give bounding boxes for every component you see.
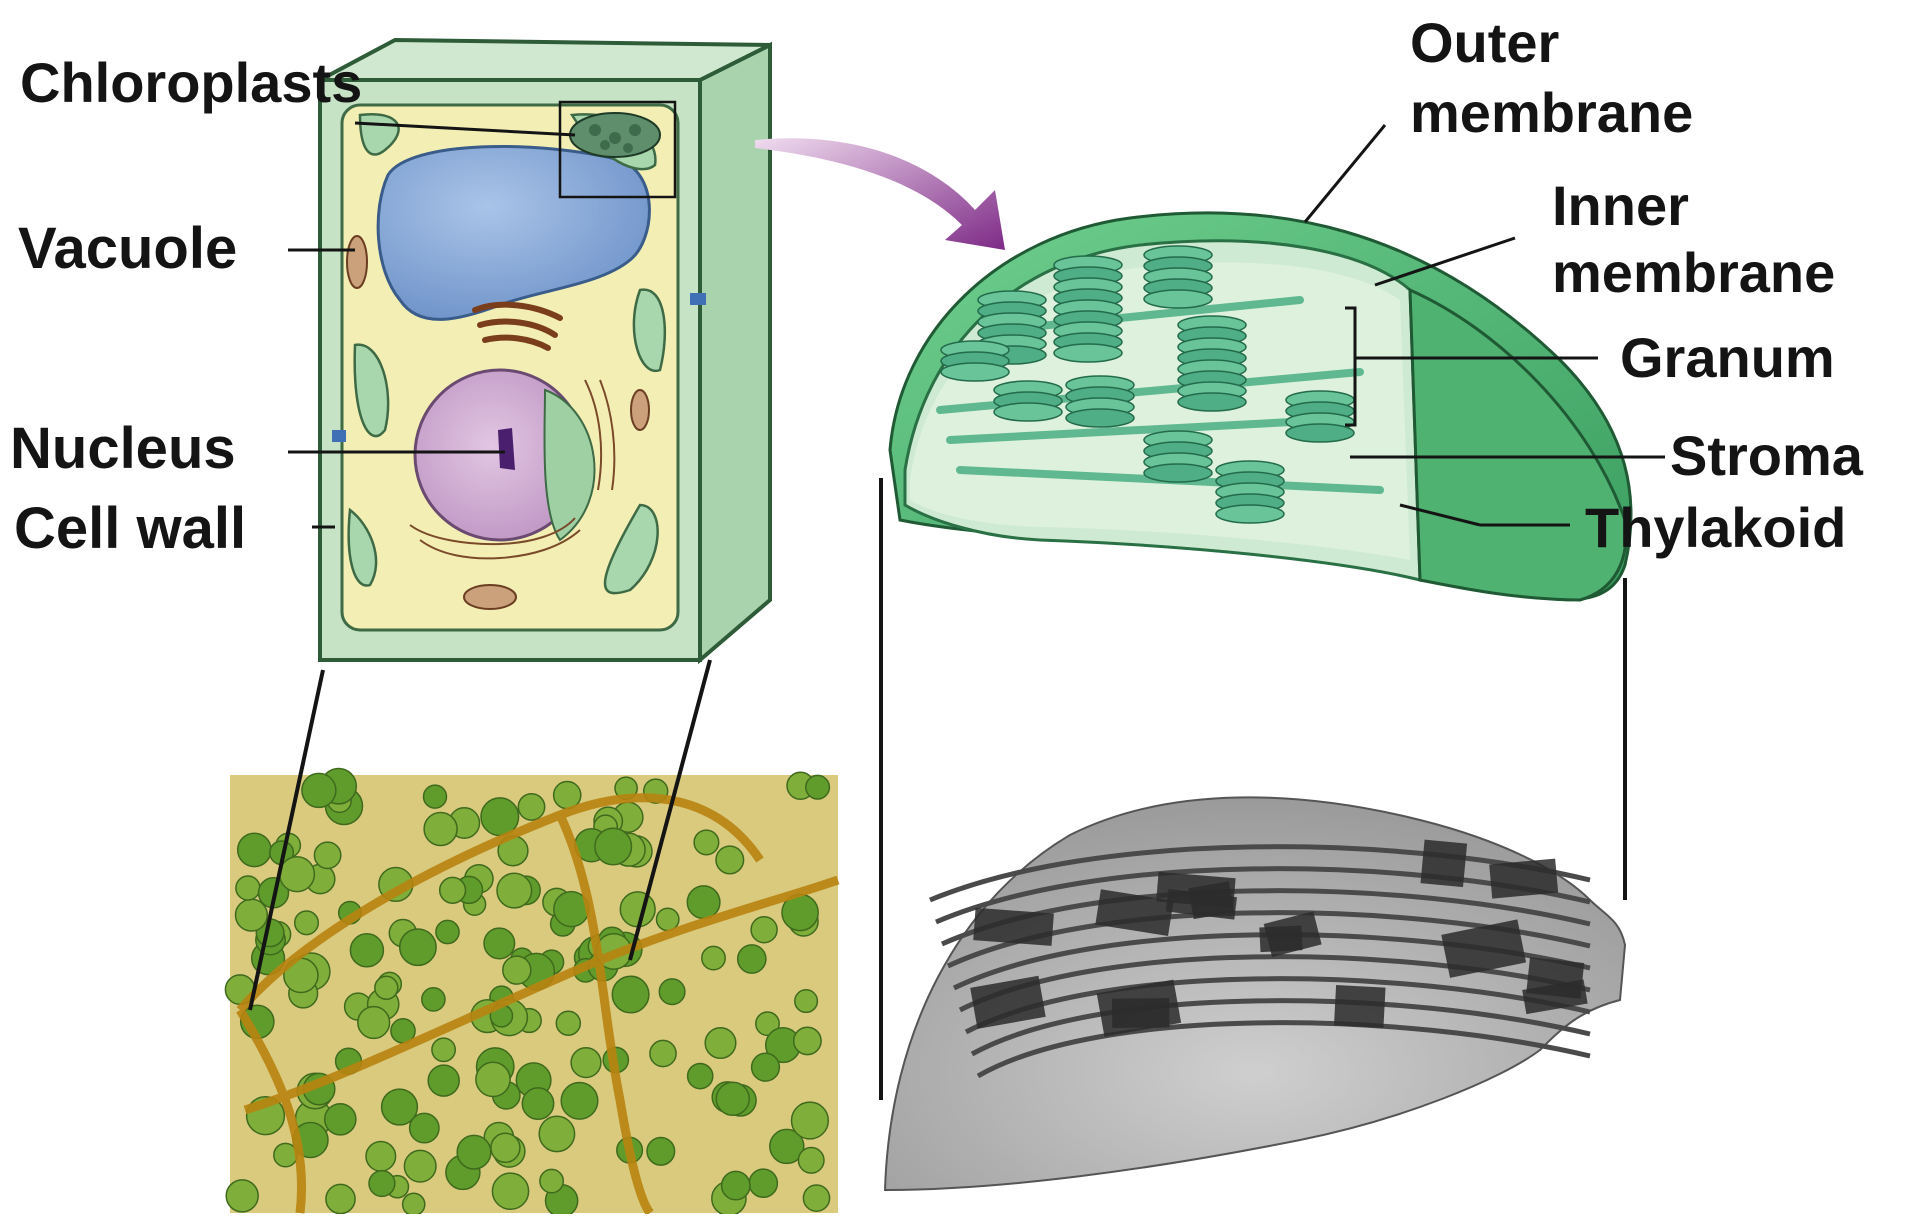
label-outer-membrane-line1: Outer: [1410, 15, 1559, 71]
micrograph-chloroplast: [540, 1169, 563, 1192]
micrograph-chloroplast: [314, 842, 340, 868]
micrograph-chloroplast: [688, 1064, 713, 1089]
em-granum: [1420, 840, 1467, 888]
micrograph-chloroplast: [492, 1173, 528, 1209]
micrograph-chloroplast: [705, 1028, 736, 1059]
micrograph-chloroplast: [436, 920, 459, 943]
micrograph-chloroplast: [795, 990, 818, 1013]
granum-stack: [994, 381, 1062, 421]
micrograph-chloroplast: [476, 1062, 510, 1096]
micrograph-chloroplast: [326, 1184, 355, 1213]
granum-stack: [1144, 431, 1212, 482]
label-vacuole: Vacuole: [18, 220, 237, 278]
micrograph-chloroplast: [410, 1113, 439, 1142]
granum-stack: [1144, 246, 1212, 308]
micrograph-chloroplast: [457, 1135, 491, 1169]
zoom-box-chloroplast: [570, 113, 660, 157]
micrograph-chloroplast: [491, 1133, 520, 1162]
micrograph-chloroplast: [522, 1088, 553, 1119]
granum-stack: [1066, 376, 1134, 427]
label-outer-membrane-line2: membrane: [1410, 85, 1693, 141]
micrograph-chloroplast: [647, 1138, 675, 1166]
zoom-arrow: [755, 138, 1005, 250]
micrograph-chloroplast: [806, 775, 830, 799]
label-thylakoid: Thylakoid: [1585, 500, 1846, 556]
micrograph-chloroplast: [794, 1027, 821, 1054]
chloroplast-cutaway: [890, 213, 1631, 600]
micrograph-chloroplast: [694, 830, 719, 855]
micrograph-chloroplast: [236, 876, 260, 900]
micrograph-chloroplast: [497, 873, 532, 908]
granum-stack: [1286, 391, 1354, 442]
micrograph-chloroplast: [280, 857, 315, 892]
micrograph-chloroplast: [803, 1185, 829, 1211]
micrograph-chloroplast: [659, 979, 685, 1005]
micrograph-chloroplast: [702, 946, 725, 969]
micrograph-chloroplast: [571, 1048, 601, 1078]
micrograph-chloroplast: [650, 1040, 676, 1066]
micrograph-chloroplast: [792, 1102, 829, 1139]
micrograph-chloroplast: [440, 877, 466, 903]
micrograph-chloroplast: [325, 1104, 356, 1135]
micrograph-chloroplast: [428, 1065, 459, 1096]
micrograph-chloroplast: [716, 1082, 749, 1115]
micrograph-chloroplast: [432, 1038, 455, 1061]
micrograph-chloroplast: [375, 976, 398, 999]
micrograph-chloroplast: [561, 1083, 598, 1120]
micrograph-chloroplast: [620, 892, 655, 927]
micrograph-chloroplast: [738, 945, 766, 973]
micrograph-chloroplast: [752, 1053, 780, 1081]
label-chloroplasts: Chloroplasts: [20, 55, 362, 111]
micrograph-chloroplast: [358, 1007, 390, 1039]
micrograph-chloroplast: [350, 934, 383, 967]
label-inner-membrane-line2: membrane: [1552, 245, 1835, 301]
granum-stack: [941, 341, 1009, 381]
label-cell-wall: Cell wall: [14, 500, 246, 558]
em-granum: [1334, 985, 1386, 1028]
micrograph-chloroplast: [722, 1171, 750, 1199]
micrograph-chloroplast: [226, 1180, 258, 1212]
micrograph-chloroplast: [687, 886, 720, 919]
label-stroma: Stroma: [1670, 428, 1863, 484]
plasmodesma: [690, 293, 706, 305]
micrograph-chloroplast: [539, 1116, 574, 1151]
electron-micrograph: [885, 797, 1625, 1190]
micrograph-chloroplast: [612, 976, 649, 1013]
micrograph-chloroplast: [302, 773, 336, 807]
micrograph-chloroplast: [484, 928, 515, 959]
micrograph-chloroplast: [404, 1150, 436, 1182]
micrograph-chloroplast: [369, 1171, 395, 1197]
micrograph-chloroplast: [422, 988, 445, 1011]
em-granum: [1259, 925, 1302, 952]
micrograph-chloroplast: [595, 828, 632, 865]
micrograph-chloroplast: [366, 1142, 396, 1172]
micrograph-chloroplast: [295, 911, 319, 935]
micrograph-chloroplast: [424, 813, 457, 846]
em-granum: [973, 908, 1054, 946]
label-nucleus: Nucleus: [10, 420, 236, 478]
micrograph-chloroplast: [749, 1169, 777, 1197]
granum-stack: [1216, 461, 1284, 523]
micrograph-chloroplast: [556, 1011, 580, 1035]
label-granum: Granum: [1620, 330, 1835, 386]
micrograph-chloroplast: [716, 846, 744, 874]
label-inner-membrane-line1: Inner: [1552, 178, 1689, 234]
micrograph-chloroplast: [424, 785, 447, 808]
micrograph-chloroplast: [518, 794, 544, 820]
granum-stack: [1054, 256, 1122, 362]
granum-stack: [1178, 316, 1246, 411]
light-micrograph: [225, 769, 838, 1215]
em-granum: [1489, 859, 1558, 899]
micrograph-chloroplast: [503, 956, 531, 984]
micrograph-chloroplast: [403, 1193, 425, 1214]
micrograph-chloroplast: [238, 833, 271, 866]
plasmodesma: [332, 430, 346, 442]
micrograph-chloroplast: [798, 1148, 824, 1174]
micrograph-chloroplast: [400, 929, 436, 965]
micrograph-chloroplast: [751, 917, 777, 943]
